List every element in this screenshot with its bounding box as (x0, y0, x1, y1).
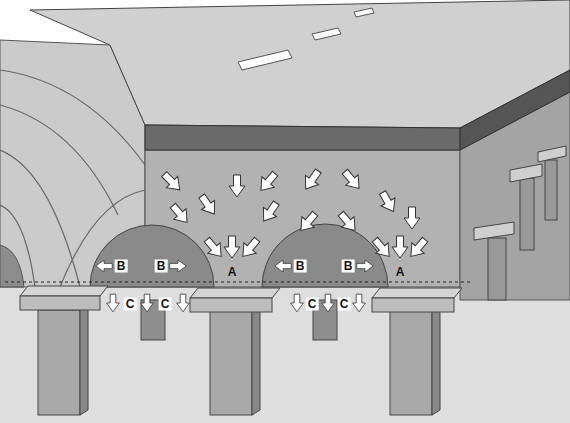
arch-opening (0, 245, 24, 287)
deck-top (30, 0, 570, 128)
vault-curve (0, 205, 35, 287)
load-arrow (159, 169, 186, 196)
column (210, 310, 252, 415)
cap-top (20, 286, 108, 296)
load-arrow (404, 207, 420, 229)
load-path-label: B (294, 260, 307, 273)
lane-marking (238, 50, 292, 70)
load-path-label: C (306, 298, 319, 311)
cap-top (190, 288, 280, 298)
deck-edge (145, 125, 460, 150)
load-arrow (257, 198, 283, 225)
load-arrow (335, 208, 361, 235)
column (38, 310, 80, 415)
load-path-label: C (338, 298, 351, 311)
load-arrow (237, 234, 263, 261)
load-arrow (339, 166, 365, 193)
thrust-arrow (357, 260, 374, 272)
load-arrow (299, 166, 325, 193)
dashed-line (5, 282, 470, 283)
reaction-arrow (177, 294, 190, 312)
reaction-arrow (141, 294, 154, 312)
reaction-arrow (322, 294, 335, 312)
reaction-arrow (291, 294, 304, 312)
column (545, 160, 557, 220)
cap (510, 164, 542, 182)
column (488, 238, 506, 300)
load-arrow (376, 188, 401, 215)
load-arrow (229, 175, 245, 197)
lane-marking (312, 28, 341, 40)
lane-marking (354, 8, 374, 17)
load-path-label: A (394, 266, 407, 279)
load-arrow (295, 208, 321, 235)
vault-curve (0, 70, 145, 165)
ground-backdrop (0, 287, 570, 423)
cap-top (372, 288, 462, 298)
cap-front (190, 298, 272, 312)
cap-front (20, 296, 100, 310)
column-side (432, 304, 440, 415)
cap (538, 146, 566, 162)
load-path-label: C (159, 298, 172, 311)
load-arrow (201, 234, 227, 261)
column (520, 178, 534, 250)
load-arrow (167, 200, 193, 227)
reaction-arrow (107, 294, 120, 312)
deck-edge (460, 70, 570, 150)
load-arrow (224, 236, 240, 258)
pier (372, 288, 462, 415)
load-arrow (369, 234, 395, 261)
arch (90, 225, 214, 287)
side-pier (474, 146, 566, 300)
cap-front (372, 298, 454, 312)
load-arrows (96, 166, 431, 311)
load-arrow (195, 191, 221, 218)
pier (190, 288, 280, 415)
thrust-arrow (96, 260, 113, 272)
load-path-label: B (342, 260, 355, 273)
load-arrow (255, 168, 281, 195)
load-path-label: C (124, 298, 137, 311)
column-side (252, 304, 260, 415)
thrust-arrow (170, 260, 187, 272)
arch (262, 224, 388, 287)
load-path-label: A (226, 266, 239, 279)
load-path-label: B (155, 260, 168, 273)
load-arrow (405, 234, 431, 261)
column-side (80, 304, 88, 415)
pier (20, 286, 108, 415)
reaction-arrow (353, 294, 366, 312)
thrust-arrow (275, 260, 292, 272)
column (390, 310, 432, 415)
load-arrow (392, 236, 408, 258)
vault-curve (0, 150, 80, 287)
load-path-label: B (115, 260, 128, 273)
cap (474, 222, 514, 240)
